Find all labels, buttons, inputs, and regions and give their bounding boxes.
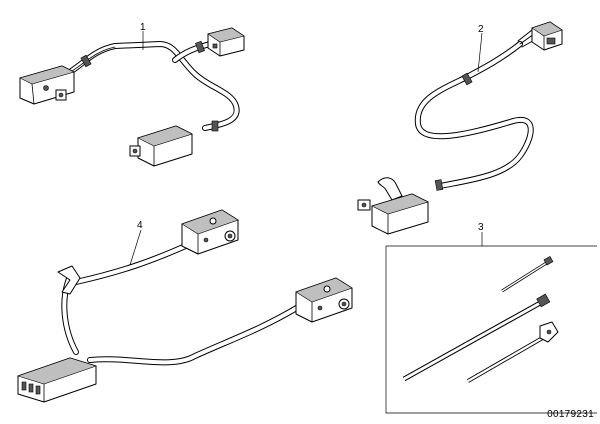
switch-connector-bracket (357, 177, 429, 235)
cable-tie-long (402, 293, 551, 382)
wiring-harness-part-1[interactable]: 1 (19, 22, 245, 167)
switch-connector-bottom (129, 125, 193, 167)
plug-connector-top (207, 27, 245, 57)
cable-tie-kit-part-3[interactable]: 3 (385, 222, 597, 414)
wiring-harness-part-4[interactable]: 4 (17, 209, 353, 403)
drawing-code: 00179231 (547, 409, 594, 420)
callout-2: 2 (478, 24, 484, 35)
plug-connector-top-2 (531, 21, 563, 51)
switch-connector-right (295, 277, 353, 323)
wiring-harness-part-2[interactable]: 2 (357, 21, 563, 235)
callout-1: 1 (140, 22, 146, 33)
cable-tie-with-mount (467, 321, 559, 383)
switch-connector-upper (181, 209, 239, 255)
multi-pin-plug (17, 357, 97, 403)
callout-4: 4 (137, 220, 143, 231)
switch-connector-left (19, 65, 75, 105)
cable-tie-small (501, 255, 554, 293)
cable-clip (57, 265, 81, 295)
callout-3: 3 (478, 222, 484, 233)
